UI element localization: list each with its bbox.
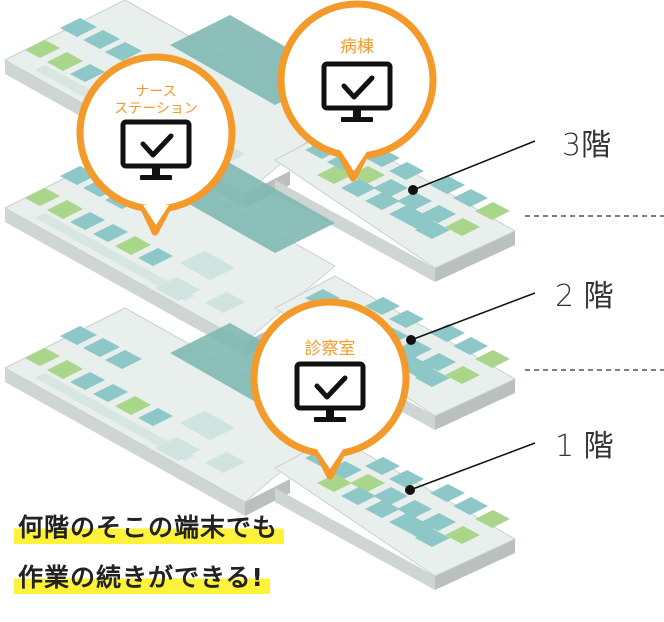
floor-label-3: 3階 xyxy=(562,128,611,163)
leader-line-floor-3 xyxy=(408,140,536,195)
floor-label-1: 1 階 xyxy=(555,429,614,464)
caption-line-2: 作業の続きができる! xyxy=(14,562,270,594)
caption-text-1: 何階のそこの端末でも xyxy=(14,512,285,544)
floor-label-2: 2 階 xyxy=(555,279,614,314)
bubble-label-exam-room: 診察室 xyxy=(305,339,356,359)
bubble-label-nurse-1: ナース xyxy=(135,84,176,100)
caption-line-1: 何階のそこの端末でも xyxy=(14,512,285,544)
bubble-label-ward: 病棟 xyxy=(340,37,374,57)
bubble-exam-room: 診察室 xyxy=(250,298,410,480)
caption-text-2: 作業の続きができる! xyxy=(14,562,270,594)
bubble-nurse-station: ナース ステーション xyxy=(76,53,236,236)
leader-line-floor-2 xyxy=(406,292,536,345)
leader-line-floor-1 xyxy=(405,442,536,495)
bubble-ward: 病棟 xyxy=(277,0,437,182)
bubble-label-nurse-2: ステーション xyxy=(114,101,198,117)
